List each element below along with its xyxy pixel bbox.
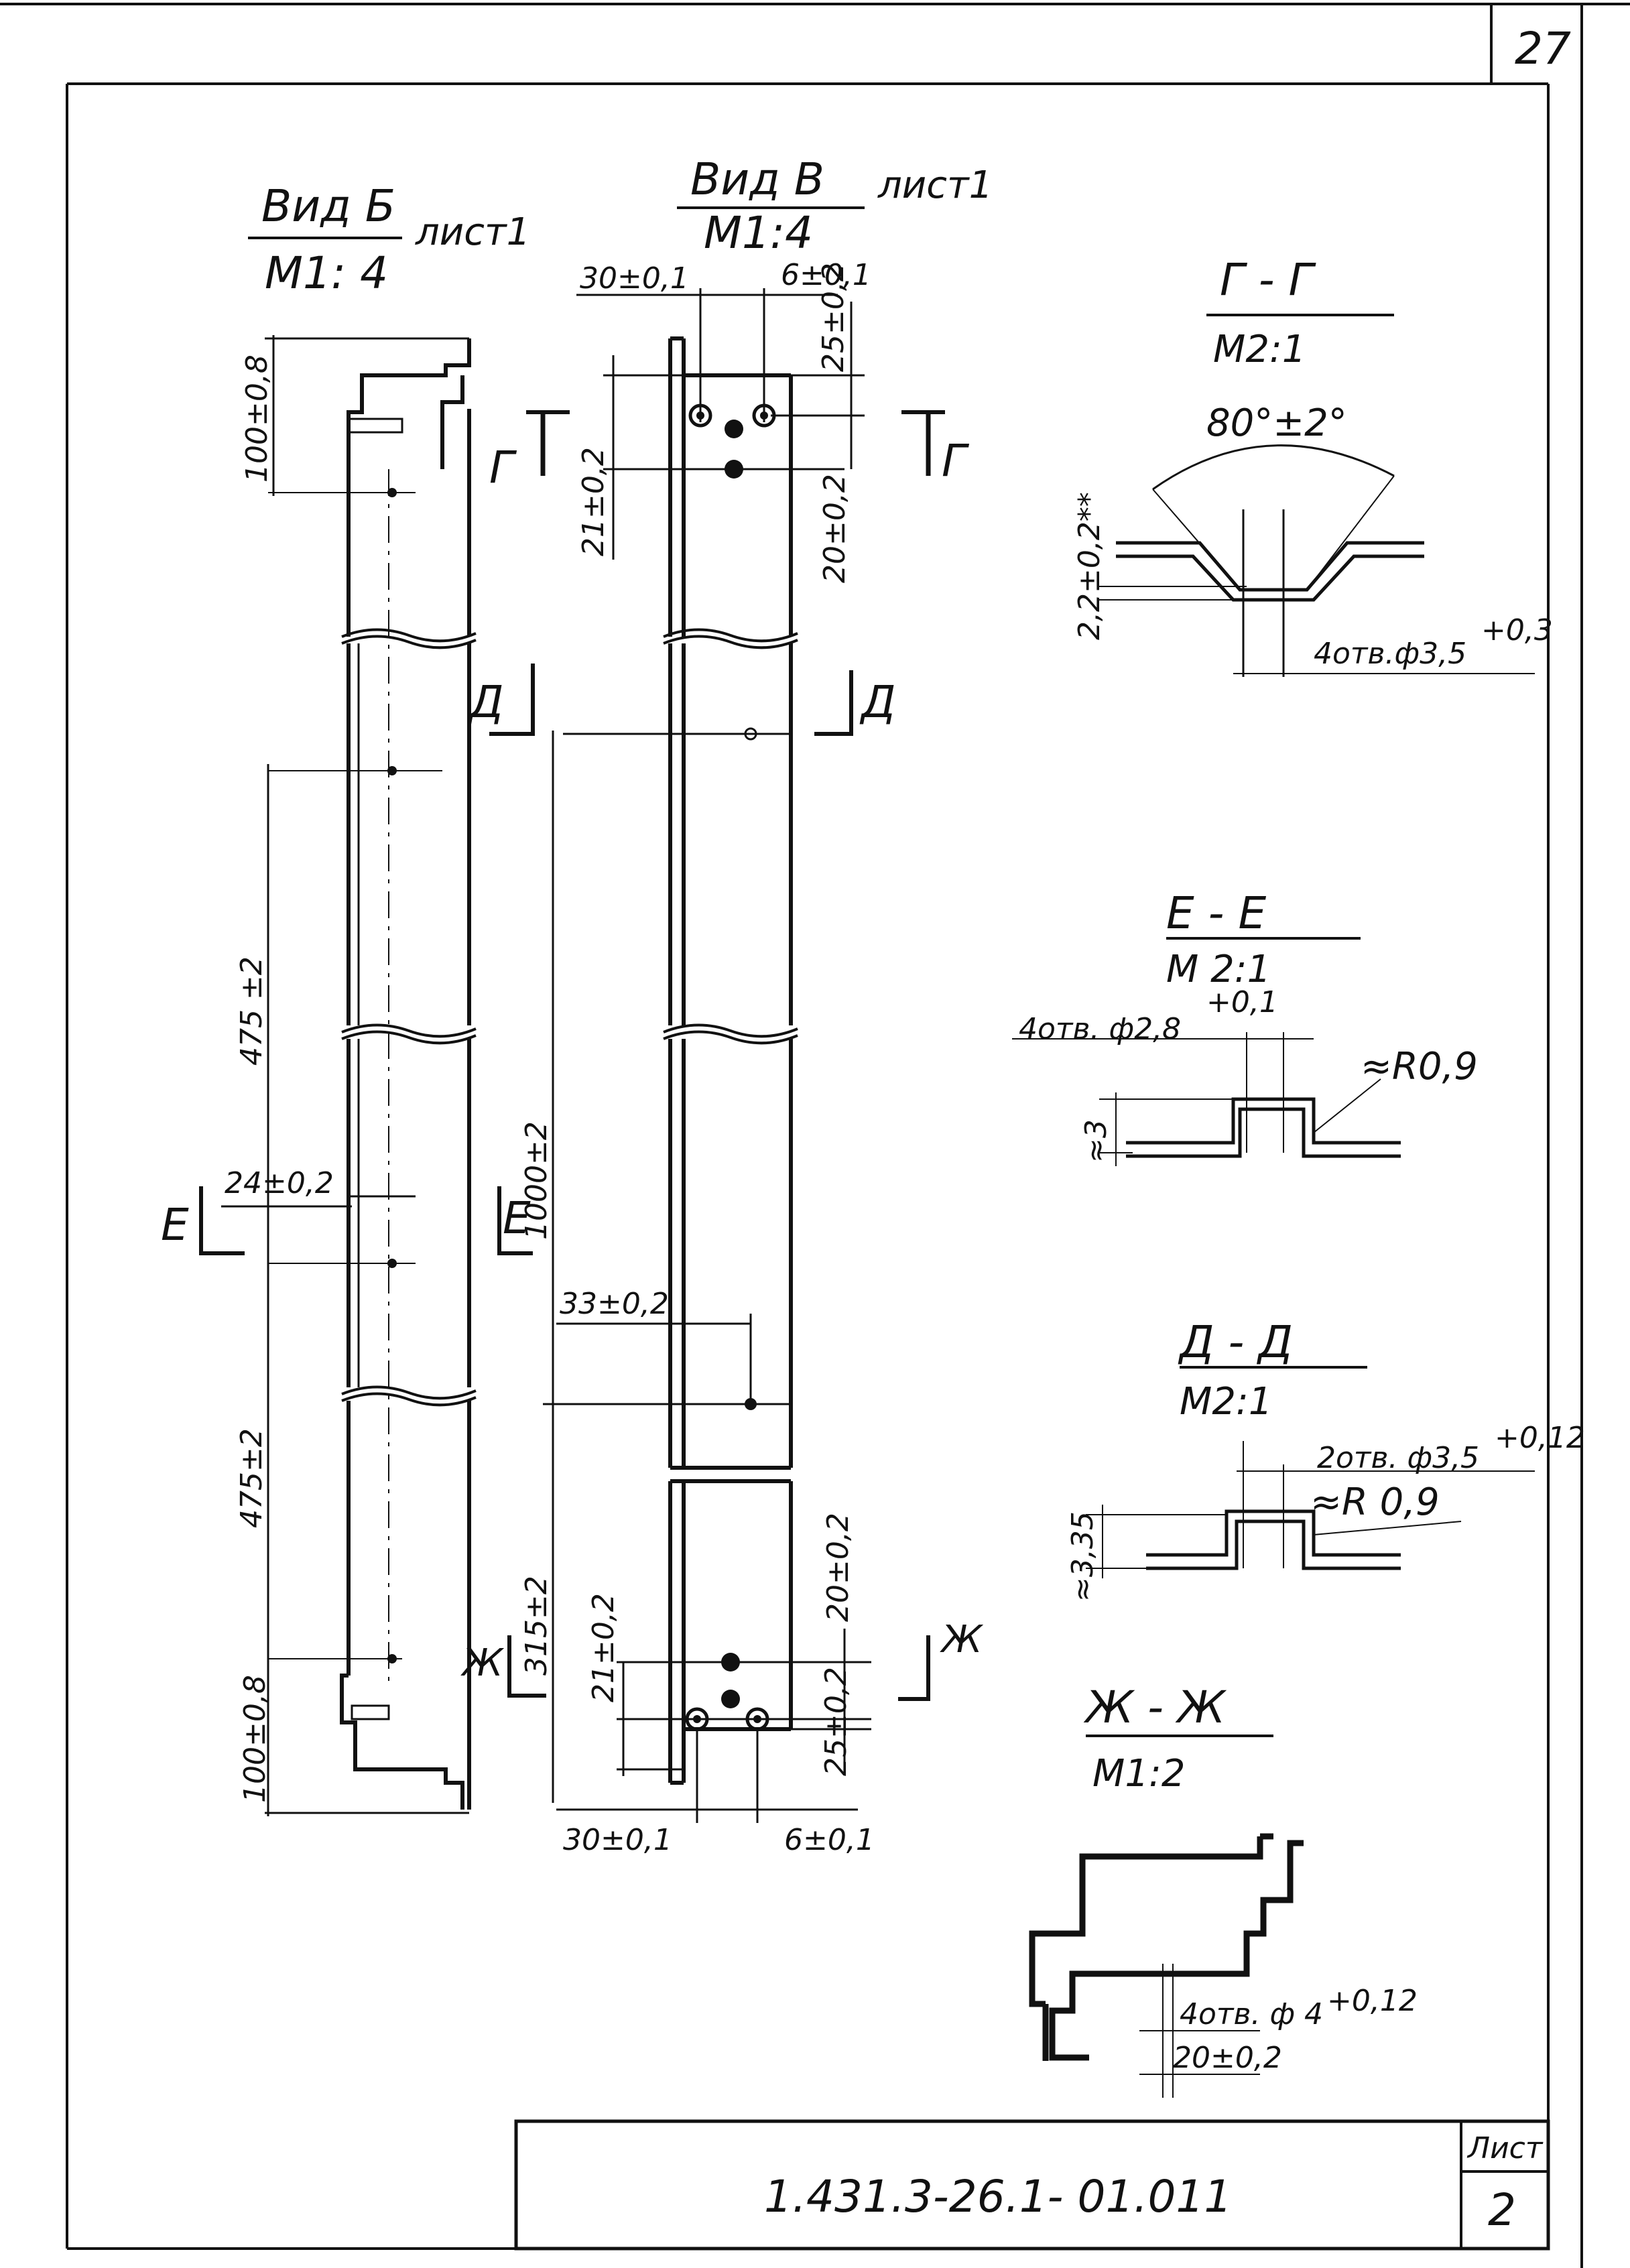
view-v-dimensions <box>543 288 871 1823</box>
section-dd: Д - Д М2:1 2отв. ф3,5 +0,12 ≈R 0,9 ≈3,35 <box>1066 1316 1585 1602</box>
sheet-label: Лист <box>1466 2131 1544 2165</box>
section-ee-holes: 4отв. ф2,8 <box>1019 1012 1181 1046</box>
section-ee-height: ≈3 <box>1079 1119 1113 1163</box>
section-ee-title: Е - Е <box>1166 887 1266 939</box>
cut-mark-zh-right: Ж <box>898 1618 984 1701</box>
section-ee: Е - Е М 2:1 4отв. ф2,8 +0,1 ≈R0,9 ≈3 <box>1012 887 1478 1166</box>
dim-v-top-21: 21±0,2 <box>576 447 611 556</box>
view-b-ref: лист1 <box>415 210 530 254</box>
corner-page-number: 27 <box>1515 23 1571 74</box>
section-dd-title: Д - Д <box>1178 1316 1293 1368</box>
cut-label-g-left: Г <box>489 442 517 493</box>
section-gg-title: Г - Г <box>1220 254 1317 306</box>
section-zhzh-holes-tol: +0,12 <box>1327 1984 1418 2018</box>
view-v-scale: М1:4 <box>704 207 813 259</box>
cut-label-zh-right: Ж <box>940 1618 984 1661</box>
cut-label-zh-left: Ж <box>460 1641 505 1685</box>
dim-b-span-475b: 475±2 <box>235 1428 269 1528</box>
cut-mark-d-right: Д <box>814 670 896 736</box>
section-dd-holes: 2отв. ф3,5 <box>1317 1441 1479 1475</box>
dim-v-315: 315±2 <box>519 1576 554 1676</box>
section-dd-radius: ≈R 0,9 <box>1310 1480 1440 1524</box>
view-v-title: Вид В <box>690 153 824 205</box>
dim-v-bot-25: 25±0,2 <box>819 1667 853 1776</box>
section-gg-angle: 80°±2° <box>1206 401 1347 445</box>
view-b: Вид Б М1: 4 лист1 <box>161 180 570 1816</box>
section-gg-holes-tol: +0,3 <box>1481 613 1553 647</box>
section-zhzh-20: 20±0,2 <box>1173 2041 1282 2075</box>
section-gg: Г - Г М2:1 80°±2° 2,2±0,2** 4отв.ф3,5 +0… <box>1072 254 1553 677</box>
cut-label-g-right: Г <box>942 435 970 487</box>
section-zhzh-profile <box>1029 1833 1304 2061</box>
dim-v-top-6: 6±0,1 <box>781 258 871 292</box>
dim-v-33: 33±0,2 <box>560 1287 669 1321</box>
section-gg-scale: М2:1 <box>1213 328 1306 371</box>
view-v-holes <box>685 403 776 1731</box>
section-dd-height: ≈3,35 <box>1066 1511 1100 1602</box>
section-zhzh: Ж - Ж М1:2 4отв. ф 4 +0,12 20±0,2 <box>1029 1682 1418 2098</box>
view-v-ref: лист1 <box>877 164 993 207</box>
section-ee-scale: М 2:1 <box>1166 948 1271 991</box>
dim-v-top-20: 20±0,2 <box>818 474 852 583</box>
dim-v-bot-21: 21±0,2 <box>586 1593 621 1702</box>
view-b-dimensions <box>221 335 469 1816</box>
section-gg-depth: 2,2±0,2** <box>1072 492 1107 640</box>
cut-mark-e-left: Е <box>161 1186 245 1255</box>
title-block: 1.431.3-26.1- 01.011 Лист 2 <box>514 2119 1550 2251</box>
view-b-strip <box>340 338 477 1810</box>
cut-mark-zh-left: Ж <box>460 1635 546 1698</box>
cut-mark-g-right: Г <box>901 410 970 487</box>
view-b-title: Вид Б <box>261 180 395 232</box>
cut-label-e-left: Е <box>161 1199 189 1251</box>
cut-mark-d-left: Д <box>467 664 535 736</box>
cut-label-d-left: Д <box>467 676 504 728</box>
section-ee-radius: ≈R0,9 <box>1361 1045 1478 1088</box>
section-zhzh-holes: 4отв. ф 4 <box>1180 1997 1323 2031</box>
cut-label-d-right: Д <box>859 676 896 728</box>
dim-b-top-100: 100±0,8 <box>240 355 274 483</box>
sheet-frame <box>0 3 1630 2268</box>
section-zhzh-scale: М1:2 <box>1092 1752 1185 1796</box>
view-b-scale: М1: 4 <box>265 247 388 299</box>
section-dd-holes-tol: +0,12 <box>1495 1421 1585 1455</box>
dim-v-len-1000: 1000±2 <box>519 1121 554 1240</box>
dim-v-bot-20: 20±0,2 <box>821 1513 855 1622</box>
dim-b-24: 24±0,2 <box>225 1166 334 1200</box>
section-ee-holes-tol: +0,1 <box>1206 985 1278 1019</box>
sheet-number: 2 <box>1488 2184 1516 2236</box>
dim-b-span-475a: 475 ±2 <box>235 956 269 1066</box>
drawing-code: 1.431.3-26.1- 01.011 <box>764 2171 1232 2222</box>
section-dd-scale: М2:1 <box>1180 1380 1272 1424</box>
cut-mark-e-right: Е <box>497 1186 533 1255</box>
section-zhzh-title: Ж - Ж <box>1083 1682 1227 1733</box>
view-v-strip <box>663 336 798 1785</box>
cut-mark-g-left: Г <box>489 410 570 493</box>
cut-label-e-right: Е <box>503 1192 531 1244</box>
dim-v-top-25: 25±0,2 <box>816 263 851 372</box>
dim-b-bottom-100: 100±0,8 <box>238 1675 272 1803</box>
view-v: Вид В М1:4 лист1 <box>519 153 993 1857</box>
section-gg-holes: 4отв.ф3,5 <box>1314 637 1466 671</box>
dim-v-bot-6: 6±0,1 <box>784 1823 875 1857</box>
dim-v-bot-30: 30±0,1 <box>563 1823 672 1857</box>
view-b-holes <box>268 469 442 1689</box>
dim-v-top-30: 30±0,1 <box>580 261 689 296</box>
